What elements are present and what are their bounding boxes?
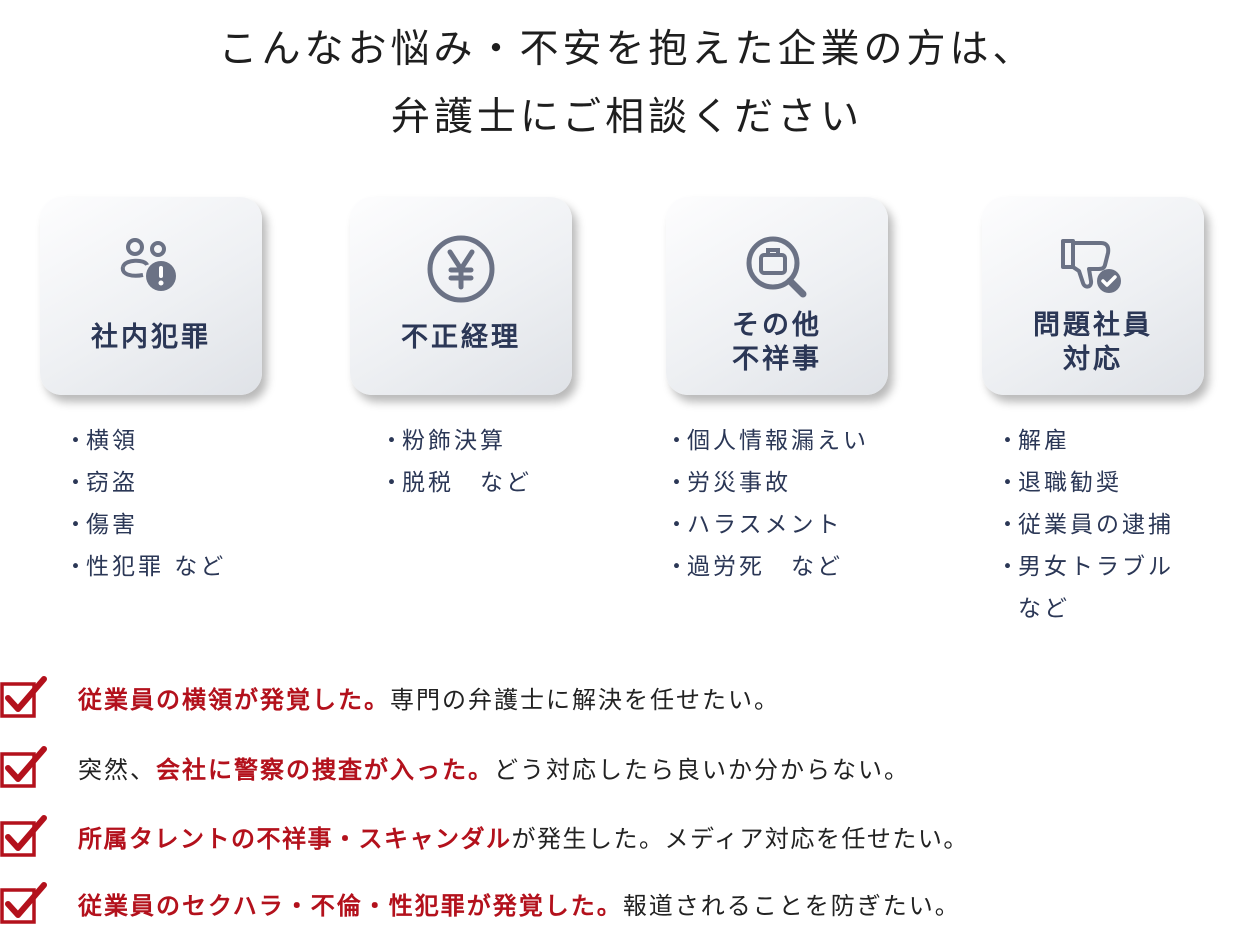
list-item: ・窃盗 [64,470,138,496]
headline-line-2: 弁護士にご相談ください [390,95,864,140]
list-accounting-fraud: ・粉飾決算 ・脱税 など [380,424,532,508]
card-internal-crime: 社内犯罪 [40,197,262,395]
list-item: ・性犯罪 など [64,554,227,580]
concern-text: 突然、会社に警察の捜査が入った。どう対応したら良いか分からない。 [78,755,910,784]
list-item: ・横領 [64,428,138,454]
concern-row: 従業員の横領が発覚した。専門の弁護士に解決を任せたい。 [0,676,1254,718]
concern-text: 従業員の横領が発覚した。専門の弁護士に解決を任せたい。 [78,685,780,714]
list-item-continuation: など [1018,596,1070,622]
list-item: ・脱税 など [380,470,532,496]
concern-text: 所属タレントの不祥事・スキャンダルが発生した。メディア対応を任せたい。 [78,824,969,853]
list-item: ・粉飾決算 [380,428,506,454]
briefcase-search-icon [739,231,815,307]
card-other-misconduct: その他 不祥事 [666,197,888,395]
card-title: 不正経理 [401,322,521,353]
thumbs-down-check-icon [1055,231,1131,307]
concern-row: 従業員のセクハラ・不倫・性犯罪が発覚した。報道されることを防ぎたい。 [0,882,1254,924]
list-item: ・労災事故 [665,470,791,496]
list-item: ・ハラスメント [665,512,843,538]
concern-text: 従業員のセクハラ・不倫・性犯罪が発覚した。報道されることを防ぎたい。 [78,891,961,920]
yen-circle-icon [423,231,499,307]
headline-line-1: こんなお悩み・不安を抱えた企業の方は、 [218,27,1036,72]
card-problem-employee: 問題社員 対応 [982,197,1204,395]
checkbox-checked-icon [0,676,50,718]
card-title: 問題社員 対応 [1033,310,1153,375]
list-item: ・男女トラブル [996,554,1174,580]
checkbox-checked-icon [0,882,50,924]
card-title: その他 不祥事 [732,310,822,375]
list-item: ・個人情報漏えい [665,428,869,454]
list-other-misconduct: ・個人情報漏えい ・労災事故 ・ハラスメント ・過労死 など [665,424,869,592]
checkbox-checked-icon [0,815,50,857]
list-internal-crime: ・横領 ・窃盗 ・傷害 ・性犯罪 など [64,424,226,592]
list-item: ・退職勧奨 [996,470,1122,496]
concern-row: 所属タレントの不祥事・スキャンダルが発生した。メディア対応を任せたい。 [0,815,1254,857]
list-item: ・傷害 [64,512,138,538]
list-item: ・従業員の逮捕 [996,512,1174,538]
list-item: ・解雇 [996,428,1070,454]
list-problem-employee: ・解雇 ・退職勧奨 ・従業員の逮捕 ・男女トラブル など [996,424,1174,634]
list-item: ・過労死 など [665,554,843,580]
card-title: 社内犯罪 [91,322,211,353]
card-accounting-fraud: 不正経理 [350,197,572,395]
concern-row: 突然、会社に警察の捜査が入った。どう対応したら良いか分からない。 [0,746,1254,788]
persons-alert-icon [113,231,189,307]
checkbox-checked-icon [0,746,50,788]
